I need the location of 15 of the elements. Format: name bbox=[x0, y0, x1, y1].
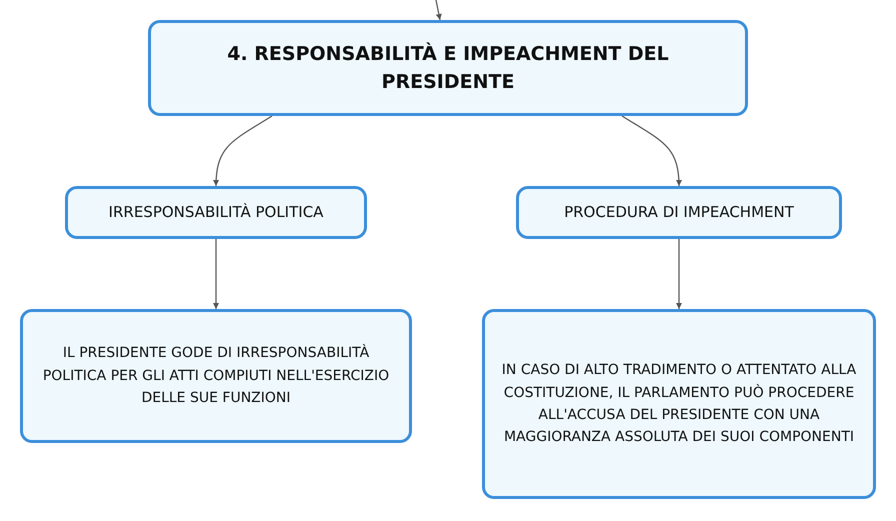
connector-arrow bbox=[676, 239, 682, 309]
topic-box bbox=[65, 186, 367, 239]
node-text: PROCEDURA DI IMPEACHMENT bbox=[564, 202, 794, 224]
topic-box bbox=[482, 309, 876, 499]
connector-arrow bbox=[213, 115, 272, 186]
title-text: 4. RESPONSABILITÀ E IMPEACHMENT DEL PRESIDENTE bbox=[226, 41, 670, 95]
topic-box bbox=[20, 309, 412, 443]
connector-arrow bbox=[435, 0, 442, 20]
node-text: IL PRESIDENTE GODE DI IRRESPONSABILITÀ POLITICA PER GLI ATTI COMPIUTI NELL'ESERCIZIO DELLE SUE FUNZIONI bbox=[42, 343, 390, 408]
title-box bbox=[148, 20, 748, 116]
topic-box bbox=[516, 186, 842, 239]
connector-arrow bbox=[213, 239, 219, 309]
node-text: IN CASO DI ALTO TRADIMENTO O ATTENTATO ALLA COSTITUZIONE, IL PARLAMENTO PUÒ PROCEDERE ALL'ACCUSA DEL PRESIDENTE CON UNA MAGGIORANZA ASSOLUTA DEI SUOI COMPONENTI bbox=[500, 361, 858, 448]
node-text: IRRESPONSABILITÀ POLITICA bbox=[108, 202, 324, 224]
connector-arrow bbox=[622, 115, 682, 186]
